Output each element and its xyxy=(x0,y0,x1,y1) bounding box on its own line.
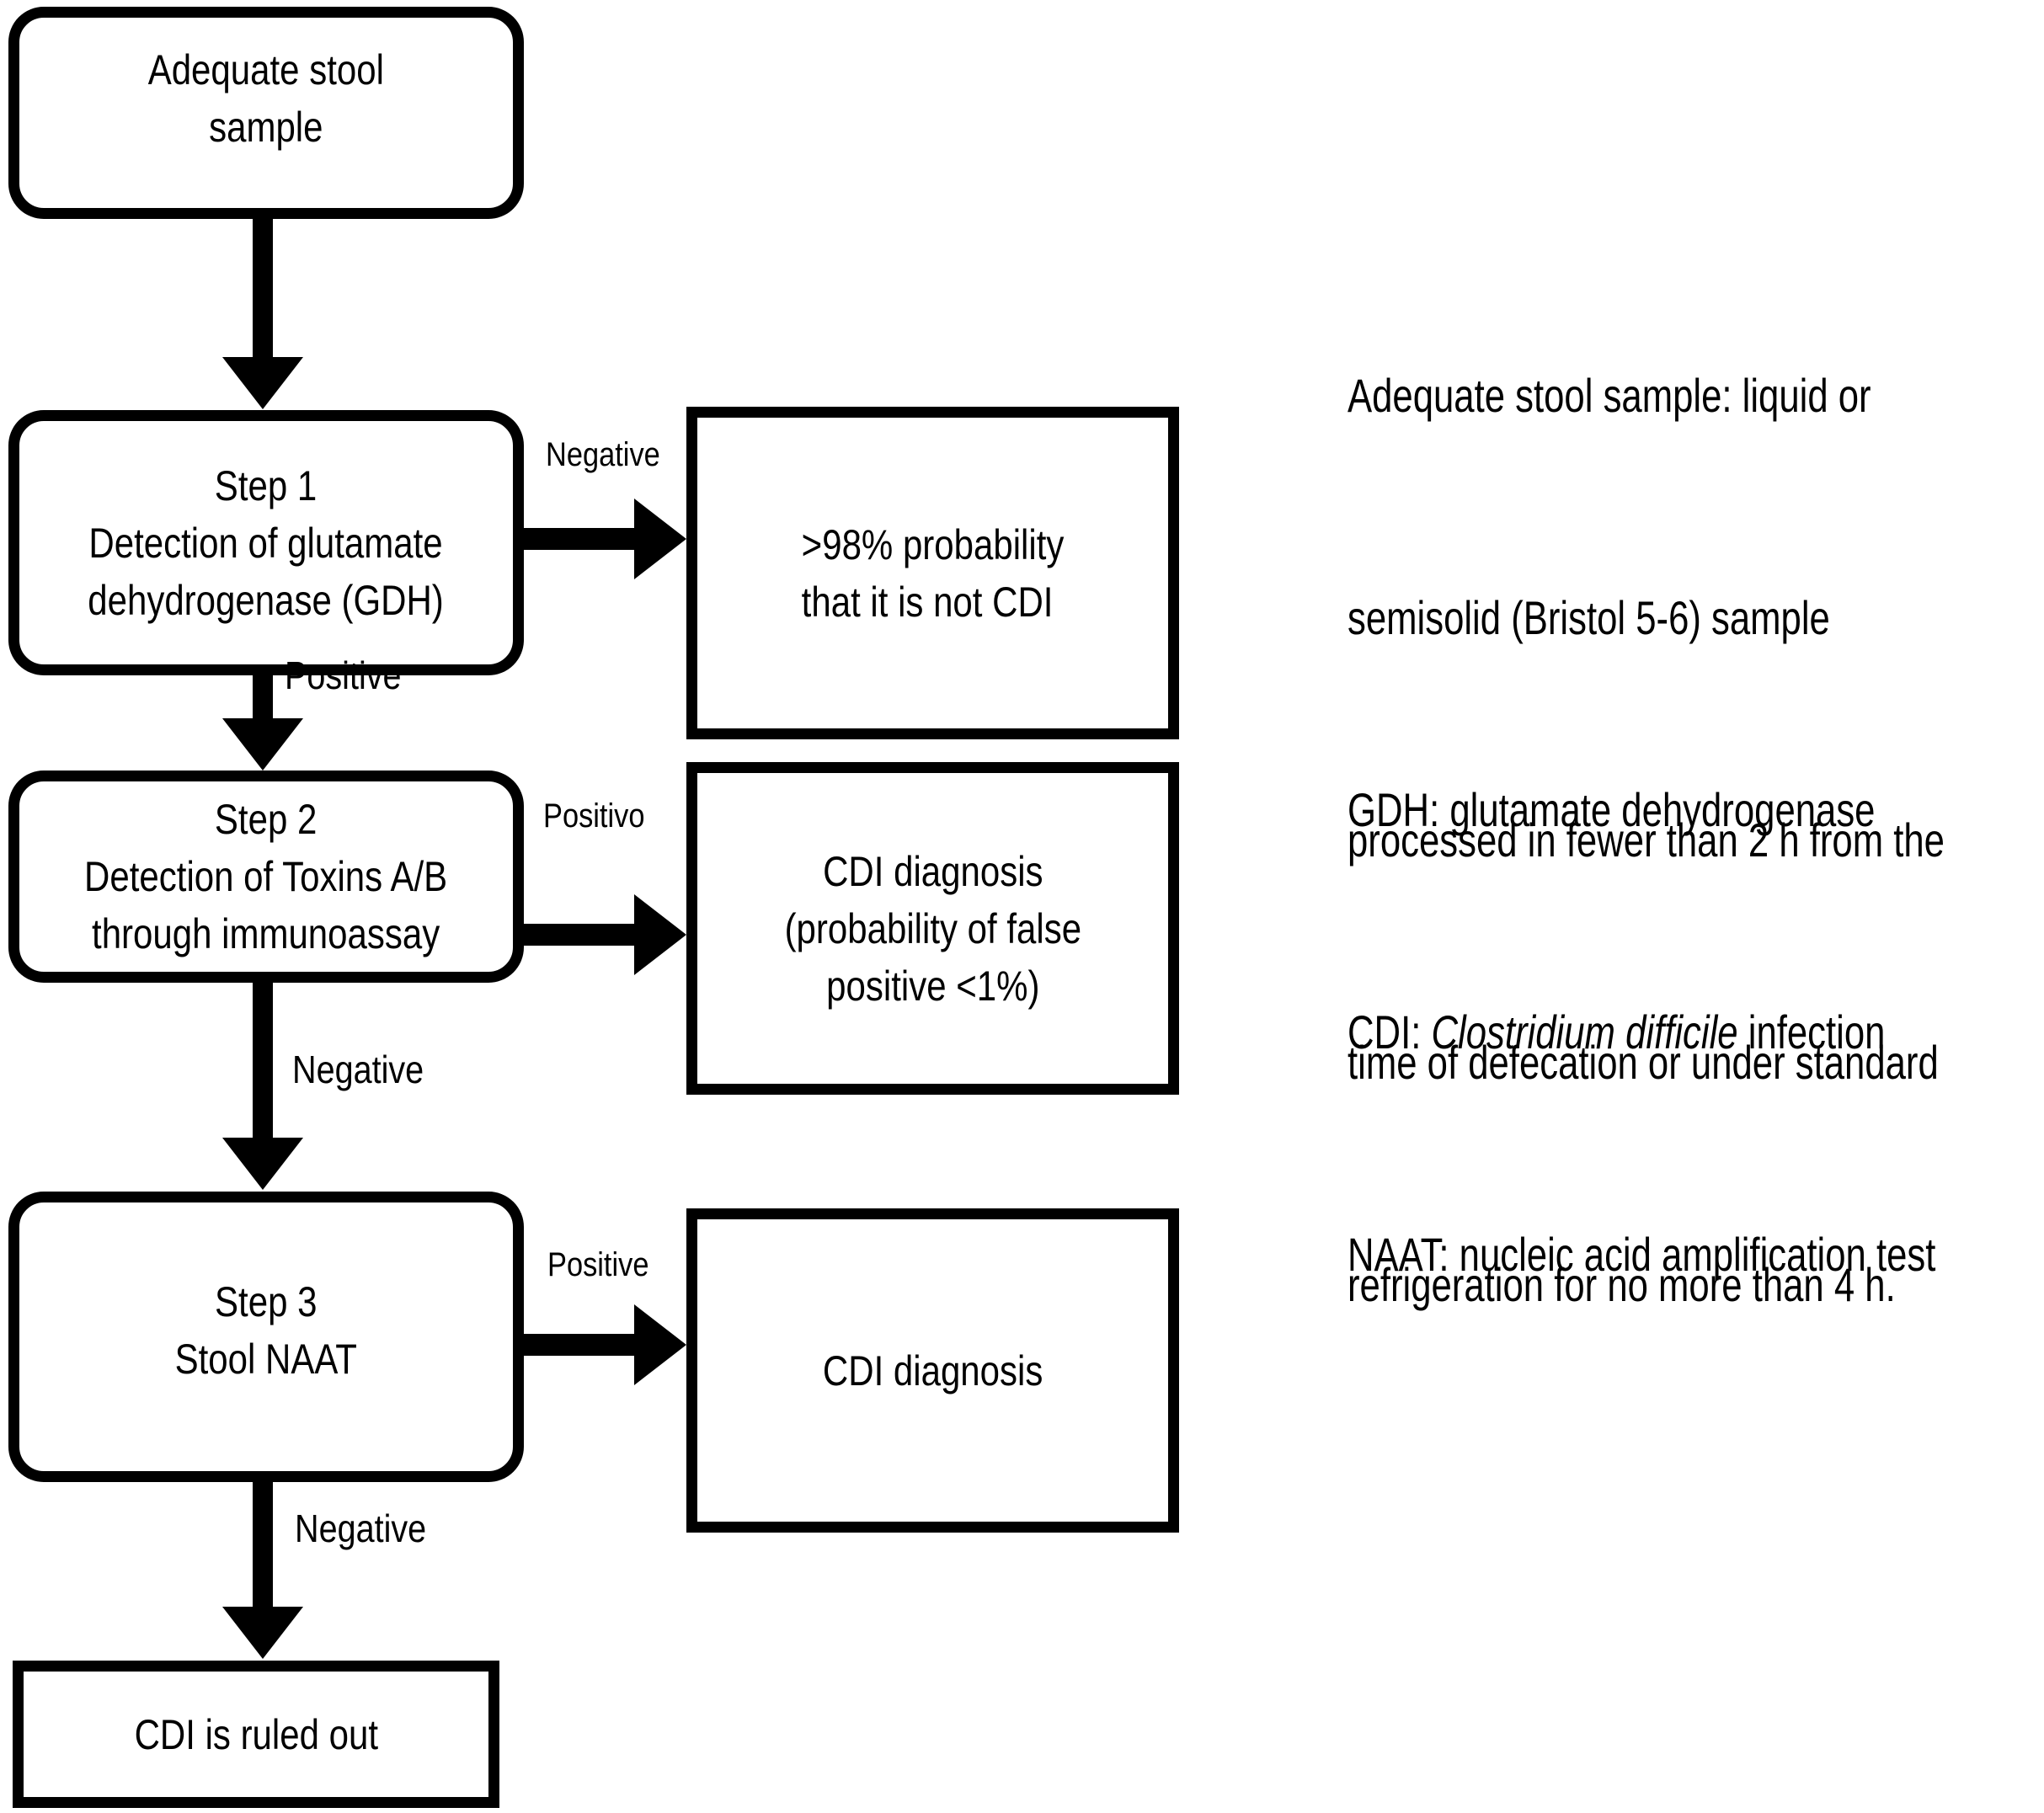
node-step3-stool-naat: Step 3 Stool NAAT xyxy=(8,1192,524,1482)
node-step1-gdh: Step 1 Detection of glutamate dehydrogenas… xyxy=(8,410,524,675)
node-cdi-diagnosis-false-positive: CDI diagnosis (probability of false positi… xyxy=(686,762,1179,1095)
arrow-step1-negative-head xyxy=(634,499,686,579)
node-line: Detection of Toxins A/B xyxy=(84,853,448,900)
arrow-sample-to-step1-stem xyxy=(253,217,273,359)
arrow-step3-to-ruledout-stem xyxy=(253,1482,273,1608)
node-text: Step 2 Detection of Toxins A/B through imm… xyxy=(84,791,447,962)
legend-line: Adequate stool sample: liquid or xyxy=(1348,369,1871,422)
node-line: CDI is ruled out xyxy=(134,1710,378,1758)
arrow-step3-to-ruledout-head xyxy=(222,1607,303,1659)
node-text: Step 1 Detection of glutamate dehydrogenas… xyxy=(88,457,445,629)
edge-label-positive-step1: Positive xyxy=(285,653,402,697)
legend-line: refrigeration for no more than 4 h. xyxy=(1348,1258,1896,1311)
arrow-sample-to-step1-head xyxy=(222,357,303,409)
node-text: CDI diagnosis (probability of false positi… xyxy=(784,843,1081,1015)
legend-line: semisolid (Bristol 5-6) sample xyxy=(1348,591,1830,644)
node-not-cdi-probability: >98% probability that it is not CDI xyxy=(686,407,1179,739)
legend-line: time of defecation or under standard xyxy=(1348,1036,1939,1089)
edge-label-positivo-step2: Positivo xyxy=(543,797,645,835)
arrow-step2-to-step3-stem xyxy=(253,983,273,1139)
node-adequate-stool-sample: Adequate stool sample xyxy=(8,7,524,219)
arrow-step2-positivo-head xyxy=(634,894,686,975)
cdi-prefix: CDI: xyxy=(1348,1005,1432,1058)
node-line: (probability of false xyxy=(784,904,1081,952)
arrow-step3-positive-head xyxy=(634,1304,686,1385)
arrow-step1-negative-stem xyxy=(524,528,636,550)
legend-adequate-sample-note: Adequate stool sample: liquid or semisol… xyxy=(1348,211,1945,1470)
edge-label-negative-step1: Negative xyxy=(546,436,660,473)
edge-label-positive-step3: Positive xyxy=(547,1246,649,1283)
legend-naat-definition: NAAT: nucleic acid amplification test xyxy=(1348,1228,1936,1281)
cdi-italic-species-name: Clostridium difficile xyxy=(1431,1005,1738,1058)
node-cdi-ruled-out: CDI is ruled out xyxy=(13,1661,499,1808)
node-line: >98% probability xyxy=(801,520,1065,568)
edge-label-negative-step3: Negative xyxy=(295,1506,427,1550)
node-text: CDI is ruled out xyxy=(134,1706,377,1763)
node-line: Step 3 xyxy=(215,1277,318,1325)
node-cdi-diagnosis: CDI diagnosis xyxy=(686,1208,1179,1533)
node-text: >98% probability that it is not CDI xyxy=(802,516,1065,631)
node-line: sample xyxy=(209,104,323,151)
node-text: Step 3 Stool NAAT xyxy=(175,1273,357,1388)
node-line: CDI diagnosis xyxy=(822,1346,1043,1394)
node-line: Detection of glutamate xyxy=(88,519,444,567)
arrow-step2-positivo-stem xyxy=(524,924,636,946)
legend-line: processed in fewer than 2 h from the xyxy=(1348,813,1945,867)
node-text: CDI diagnosis xyxy=(823,1342,1043,1400)
arrow-step2-to-step3-head xyxy=(222,1138,303,1190)
node-step2-toxins-immunoassay: Step 2 Detection of Toxins A/B through imm… xyxy=(8,771,524,983)
node-text: Adequate stool sample xyxy=(148,41,384,156)
legend-abbreviations: GDH: glutamate dehydrogenase CDI: Clostr… xyxy=(1348,625,1935,1440)
arrow-step1-to-step2-head xyxy=(222,718,303,771)
edge-label-negative-step2: Negative xyxy=(292,1048,424,1091)
node-line: Stool NAAT xyxy=(174,1335,358,1383)
node-line: that it is not CDI xyxy=(801,578,1054,626)
node-line: Step 2 xyxy=(215,796,318,843)
legend-cdi-definition: CDI: Clostridium difficile infection xyxy=(1348,995,1935,1069)
cdi-suffix: infection xyxy=(1737,1005,1886,1058)
node-line: Step 1 xyxy=(215,461,318,509)
node-line: CDI diagnosis xyxy=(822,847,1043,895)
legend-gdh-definition: GDH: glutamate dehydrogenase xyxy=(1348,783,1876,836)
arrow-step3-positive-stem xyxy=(524,1334,636,1356)
node-line: through immunoassay xyxy=(92,910,440,957)
node-line: dehydrogenase (GDH) xyxy=(88,576,445,624)
arrow-step1-to-step2-stem xyxy=(253,674,273,720)
node-line: Adequate stool xyxy=(147,46,385,93)
node-line: positive <1%) xyxy=(825,962,1040,1010)
